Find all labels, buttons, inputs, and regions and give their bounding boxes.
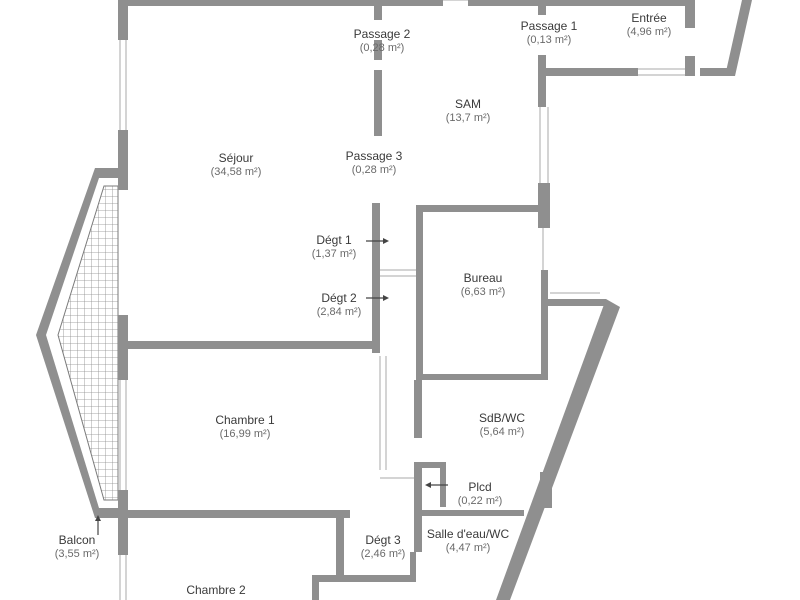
room-area: (0,22 m²) — [457, 495, 503, 507]
room-area: (0,28 m²) — [359, 42, 405, 54]
room-label-passage-3: Passage 3 (0,28 m²) — [346, 149, 403, 177]
room-label-degt-3: Dégt 3 (2,46 m²) — [361, 533, 406, 561]
pointer-arrows — [95, 238, 448, 535]
room-label-bureau: Bureau (6,63 m²) — [461, 271, 506, 299]
room-label-degt-1: Dégt 1 (1,37 m²) — [312, 233, 357, 261]
room-label-plcd: Plcd (0,22 m²) — [458, 480, 503, 508]
room-area: (2,84 m²) — [316, 306, 362, 318]
room-label-sejour: Séjour (34,58 m²) — [211, 151, 262, 179]
room-label-passage-2: Passage 2 (0,28 m²) — [354, 27, 411, 55]
room-area: (0,28 m²) — [351, 164, 397, 176]
room-name: Balcon — [58, 533, 96, 547]
room-name: Entrée — [631, 11, 667, 25]
room-name: Plcd — [468, 480, 492, 494]
room-area: (34,58 m²) — [210, 166, 262, 178]
room-name: SAM — [454, 97, 481, 111]
room-area: (16,99 m²) — [219, 428, 271, 440]
openings — [119, 0, 685, 600]
room-name: Passage 1 — [520, 19, 578, 33]
room-name: Chambre 1 — [215, 413, 275, 427]
room-name: Bureau — [463, 271, 503, 285]
room-label-salle-deau-wc: Salle d'eau/WC (4,47 m²) — [427, 527, 509, 555]
room-name: SdB/WC — [478, 411, 526, 425]
room-label-chambre-1: Chambre 1 (16,99 m²) — [215, 413, 274, 441]
room-area: (4,47 m²) — [445, 542, 491, 554]
room-name: Dégt 1 — [316, 233, 352, 247]
room-area: (6,63 m²) — [460, 286, 506, 298]
room-label-degt-2: Dégt 2 (2,84 m²) — [317, 291, 362, 319]
room-name: Passage 3 — [345, 149, 403, 163]
room-area: (1,37 m²) — [311, 248, 357, 260]
room-label-sdb-wc: SdB/WC (5,64 m²) — [479, 411, 525, 439]
room-area: (5,64 m²) — [479, 426, 525, 438]
room-name: Séjour — [218, 151, 254, 165]
room-label-passage-1: Passage 1 (0,13 m²) — [521, 19, 578, 47]
room-name: Salle d'eau/WC — [426, 527, 510, 541]
room-area: (3,55 m²) — [54, 548, 100, 560]
room-label-entree: Entrée (4,96 m²) — [627, 11, 672, 39]
room-area: (4,96 m²) — [626, 26, 672, 38]
room-name: Passage 2 — [353, 27, 411, 41]
room-area: (13,7 m²) — [445, 112, 491, 124]
room-name: Dégt 2 — [321, 291, 357, 305]
room-label-balcon: Balcon (3,55 m²) — [55, 533, 100, 561]
room-name: Chambre 2 — [186, 583, 246, 597]
balcony — [36, 168, 119, 518]
walls — [118, 0, 752, 600]
room-label-chambre-2: Chambre 2 — [186, 583, 245, 597]
room-area: (0,13 m²) — [526, 34, 572, 46]
room-name: Dégt 3 — [365, 533, 401, 547]
room-label-sam: SAM (13,7 m²) — [446, 97, 491, 125]
room-area: (2,46 m²) — [360, 548, 406, 560]
